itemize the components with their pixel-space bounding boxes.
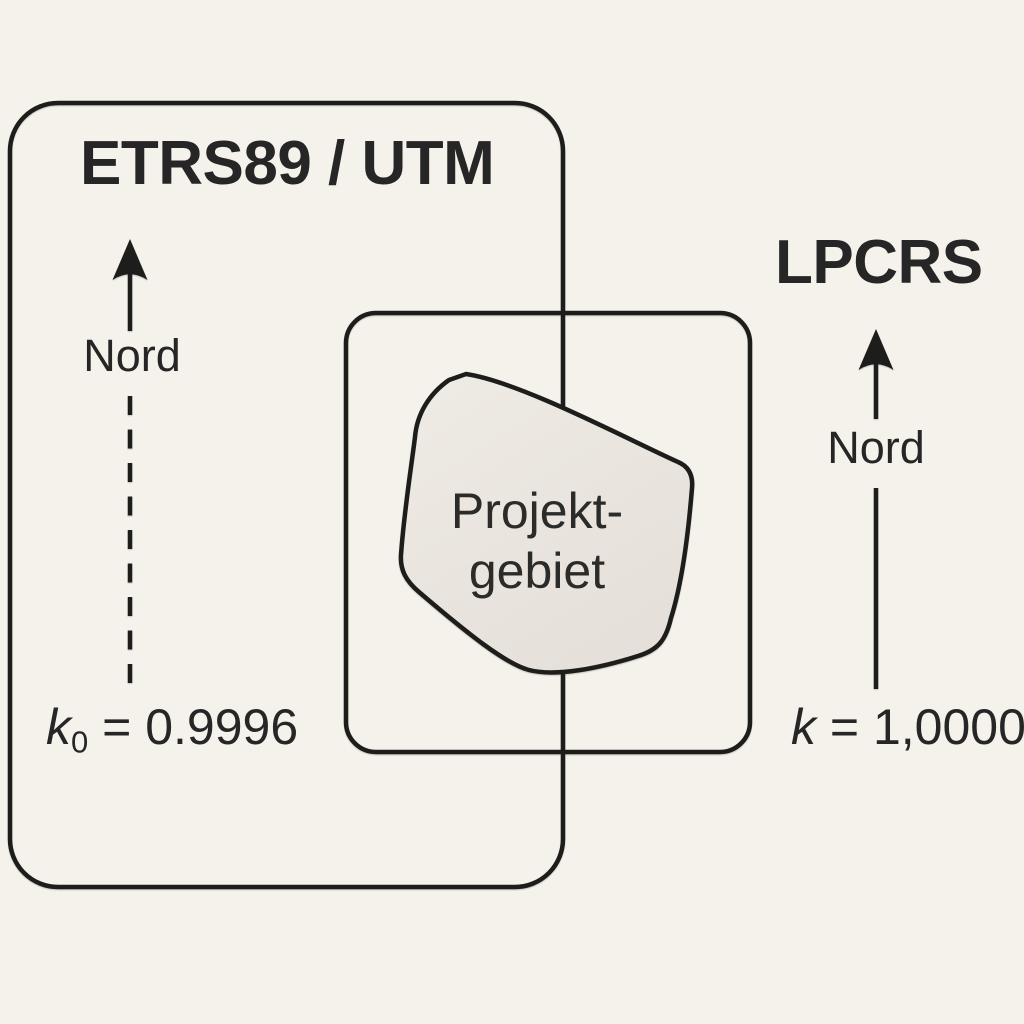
lpcrs-scale-factor: k = 1,0000 xyxy=(791,702,1024,752)
project-area-label-line1: Projekt- xyxy=(450,483,624,539)
lpcrs-north-arrow xyxy=(858,329,894,689)
lpcrs-north-arrowhead-icon xyxy=(858,329,894,370)
utm-box-title: ETRS89 / UTM xyxy=(80,129,495,198)
lpcrs-box-outline xyxy=(343,310,753,755)
utm-scale-value: = 0.9996 xyxy=(88,699,299,755)
project-area-label-line2: gebiet xyxy=(468,543,606,599)
utm-scale-subscript: 0 xyxy=(71,724,89,760)
utm-north-arrowhead-icon xyxy=(112,239,148,280)
utm-north-label: Nord xyxy=(83,330,181,381)
utm-north-arrow xyxy=(112,239,148,686)
utm-scale-variable: k xyxy=(46,699,71,755)
lpcrs-box-title: LPCRS xyxy=(775,228,983,297)
project-area-shape xyxy=(398,371,695,675)
utm-scale-factor: k0 = 0.9996 xyxy=(46,702,298,758)
lpcrs-north-label: Nord xyxy=(827,422,925,473)
lpcrs-scale-value: = 1,0000 xyxy=(816,699,1024,755)
project-area-label: Projekt- gebiet xyxy=(392,481,682,601)
lpcrs-scale-variable: k xyxy=(791,699,816,755)
